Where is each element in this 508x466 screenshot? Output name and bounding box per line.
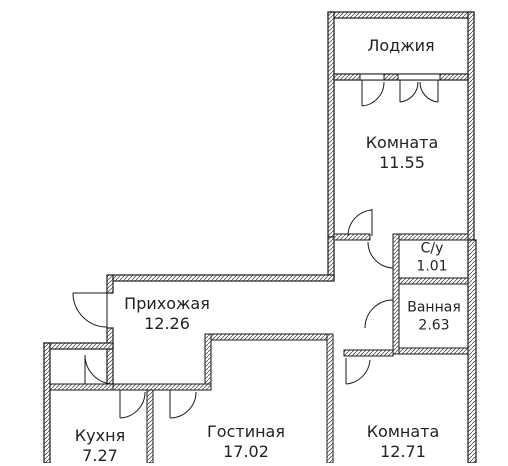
room-name: С/у	[420, 240, 444, 257]
room-name: Прихожая	[124, 294, 210, 313]
doors	[72, 209, 394, 419]
room-name: Ванная	[407, 299, 461, 316]
interior-walls	[49, 233, 469, 463]
room-name: Кухня	[74, 426, 126, 445]
room-name: Лоджия	[367, 36, 435, 55]
room-label-kitchen: Кухня 7.27	[75, 426, 125, 466]
room-label-living: Гостиная 17.02	[207, 422, 285, 462]
room-label-loggia: Лоджия	[367, 36, 434, 56]
loggia-doors	[359, 73, 441, 107]
room-label-hall: Прихожая 12.26	[124, 294, 210, 334]
room-area: 2.63	[418, 317, 450, 333]
room-label-room1: Комната 11.55	[366, 133, 439, 173]
room-name: Комната	[365, 133, 439, 152]
room-area: 11.55	[379, 153, 425, 172]
room-area: 17.02	[223, 442, 269, 461]
room-area: 7.27	[82, 446, 118, 465]
room-label-wc: С/у 1.01	[416, 241, 447, 276]
room-label-bath: Ванная 2.63	[407, 300, 461, 335]
room-area: 12.26	[144, 314, 190, 333]
room-name: Комната	[366, 422, 440, 441]
room-area: 1.01	[416, 258, 448, 274]
room-name: Гостиная	[207, 422, 285, 441]
room-area: 12.71	[380, 442, 426, 461]
room-label-room2: Комната 12.71	[367, 422, 440, 462]
